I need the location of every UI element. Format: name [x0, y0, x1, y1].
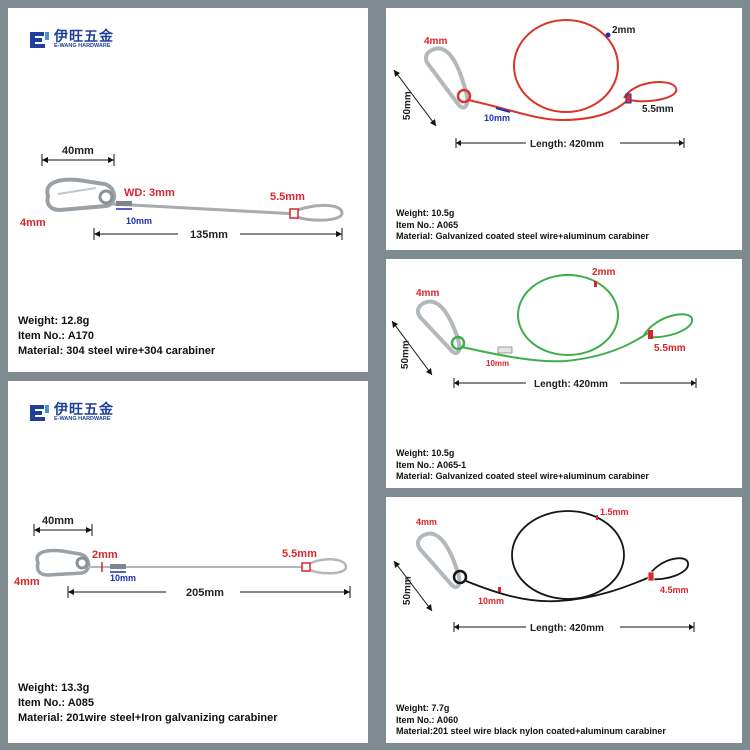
spec-weight: Weight: 10.5g: [396, 448, 455, 458]
brand-logo: 伊旺五金 E-WANG HARDWARE: [28, 26, 128, 56]
dim-carabiner-length: 50mm: [402, 576, 414, 605]
dim-carabiner-wire: 4mm: [416, 517, 437, 527]
spec-material: Material:201 steel wire black nylon coat…: [396, 726, 666, 736]
dim-length: 135mm: [190, 229, 228, 241]
dim-length: Length: 420mm: [530, 623, 604, 634]
dim-carabiner-wire: 4mm: [424, 36, 447, 47]
spec-item-no: Item No.: A085: [18, 697, 95, 709]
dim-carabiner-length: 50mm: [402, 91, 414, 120]
product-specs: Weight: 13.3g Item No.: A085 Material: 2…: [18, 681, 278, 726]
spec-weight: Weight: 13.3g: [18, 682, 90, 694]
dim-sleeve: 10mm: [484, 113, 510, 123]
spec-material: Material: 201wire steel+Iron galvanizing…: [18, 712, 278, 724]
spec-material: Material: Galvanized coated steel wire+a…: [396, 471, 649, 481]
spec-item-no: Item No.: A065: [396, 219, 459, 230]
spec-weight: Weight: 12.8g: [18, 315, 90, 327]
spec-weight: Weight: 7.7g: [396, 703, 450, 713]
product-panel-a060: 4mm 50mm 1.5mm 10mm 4.5mm Length: 420mm …: [386, 497, 742, 743]
carabiner-icon: [415, 531, 468, 590]
dim-length: Length: 420mm: [530, 139, 604, 150]
sleeve-ferrule: [116, 201, 132, 206]
product-specs: Weight: 12.8g Item No.: A170 Material: 3…: [18, 314, 215, 359]
product-panel-a065-1: 4mm 50mm 2mm 10mm 5.5mm Length: 420mm We…: [386, 259, 742, 488]
brand-name-en: E-WANG HARDWARE: [54, 43, 111, 49]
dim-sleeve: 10mm: [126, 216, 152, 226]
brand-name-en: E-WANG HARDWARE: [54, 416, 111, 422]
product-panel-a170: 伊旺五金 E-WANG HARDWARE 40mm 4mm 10mm WD: 3…: [8, 8, 368, 372]
dim-length: Length: 420mm: [534, 379, 608, 390]
dim-loop: 5.5mm: [270, 191, 305, 203]
dim-length: 205mm: [186, 587, 224, 599]
dim-wire-diameter: 2mm: [612, 25, 635, 36]
product-diagram: 40mm 4mm 10mm WD: 3mm 5.5mm 135mm: [20, 145, 344, 241]
spec-weight: Weight: 10.5g: [396, 208, 455, 218]
dim-loop: 5.5mm: [642, 104, 674, 115]
dim-sleeve: 10mm: [478, 596, 504, 606]
dim-wire-diameter: 2mm: [92, 549, 118, 561]
brand-logo: 伊旺五金 E-WANG HARDWARE: [28, 399, 128, 429]
dim-wire-diameter: WD: 3mm: [124, 187, 175, 199]
dim-carabiner-length: 40mm: [62, 145, 94, 157]
dim-carabiner-wire: 4mm: [20, 217, 46, 229]
product-diagram: 4mm 50mm 1.5mm 10mm 4.5mm Length: 420mm: [393, 507, 695, 634]
product-diagram: 40mm 4mm 10mm 2mm 5.5mm 205mm: [14, 515, 351, 599]
dim-loop: 5.5mm: [654, 343, 686, 354]
dim-sleeve: 10mm: [486, 359, 509, 368]
brand-name-cn: 伊旺五金: [54, 402, 114, 418]
dim-wire-diameter: 1.5mm: [600, 507, 629, 517]
product-specs: Weight: 10.5g Item No.: A065-1 Material:…: [396, 448, 649, 483]
product-panel-a065: 4mm 50mm 2mm 10mm 5.5mm Length: 420mm We…: [386, 8, 742, 250]
spec-item-no: Item No.: A065-1: [396, 459, 467, 470]
product-panel-a085: 伊旺五金 E-WANG HARDWARE 40mm 4mm 10mm 2mm 5…: [8, 381, 368, 743]
product-specs: Weight: 7.7g Item No.: A060 Material:201…: [396, 703, 666, 738]
dim-loop: 5.5mm: [282, 548, 317, 560]
spec-item-no: Item No.: A060: [396, 714, 459, 725]
dim-carabiner-wire: 4mm: [416, 288, 439, 299]
dim-wire-diameter: 2mm: [592, 267, 615, 278]
ewang-logo-icon: [30, 32, 49, 48]
carabiner-icon: [423, 46, 472, 110]
spec-material: Material: 304 steel wire+304 carabiner: [18, 345, 216, 357]
carabiner-icon: [35, 548, 91, 577]
spec-item-no: Item No.: A170: [18, 330, 95, 342]
brand-name-cn: 伊旺五金: [54, 29, 114, 45]
dim-carabiner-wire: 4mm: [14, 576, 40, 588]
product-specs: Weight: 10.5g Item No.: A065 Material: G…: [396, 208, 649, 243]
spec-material: Material: Galvanized coated steel wire+a…: [396, 231, 649, 241]
carabiner-icon: [45, 177, 116, 213]
ewang-logo-icon: [30, 405, 49, 421]
product-diagram: 4mm 50mm 2mm 10mm 5.5mm Length: 420mm: [391, 267, 697, 390]
dim-carabiner-length: 50mm: [400, 340, 412, 369]
carabiner-icon: [415, 299, 466, 356]
dim-sleeve: 10mm: [110, 573, 136, 583]
product-diagram: 4mm 50mm 2mm 10mm 5.5mm Length: 420mm: [393, 19, 685, 150]
dim-carabiner-length: 40mm: [42, 515, 74, 527]
dim-loop: 4.5mm: [660, 585, 689, 595]
